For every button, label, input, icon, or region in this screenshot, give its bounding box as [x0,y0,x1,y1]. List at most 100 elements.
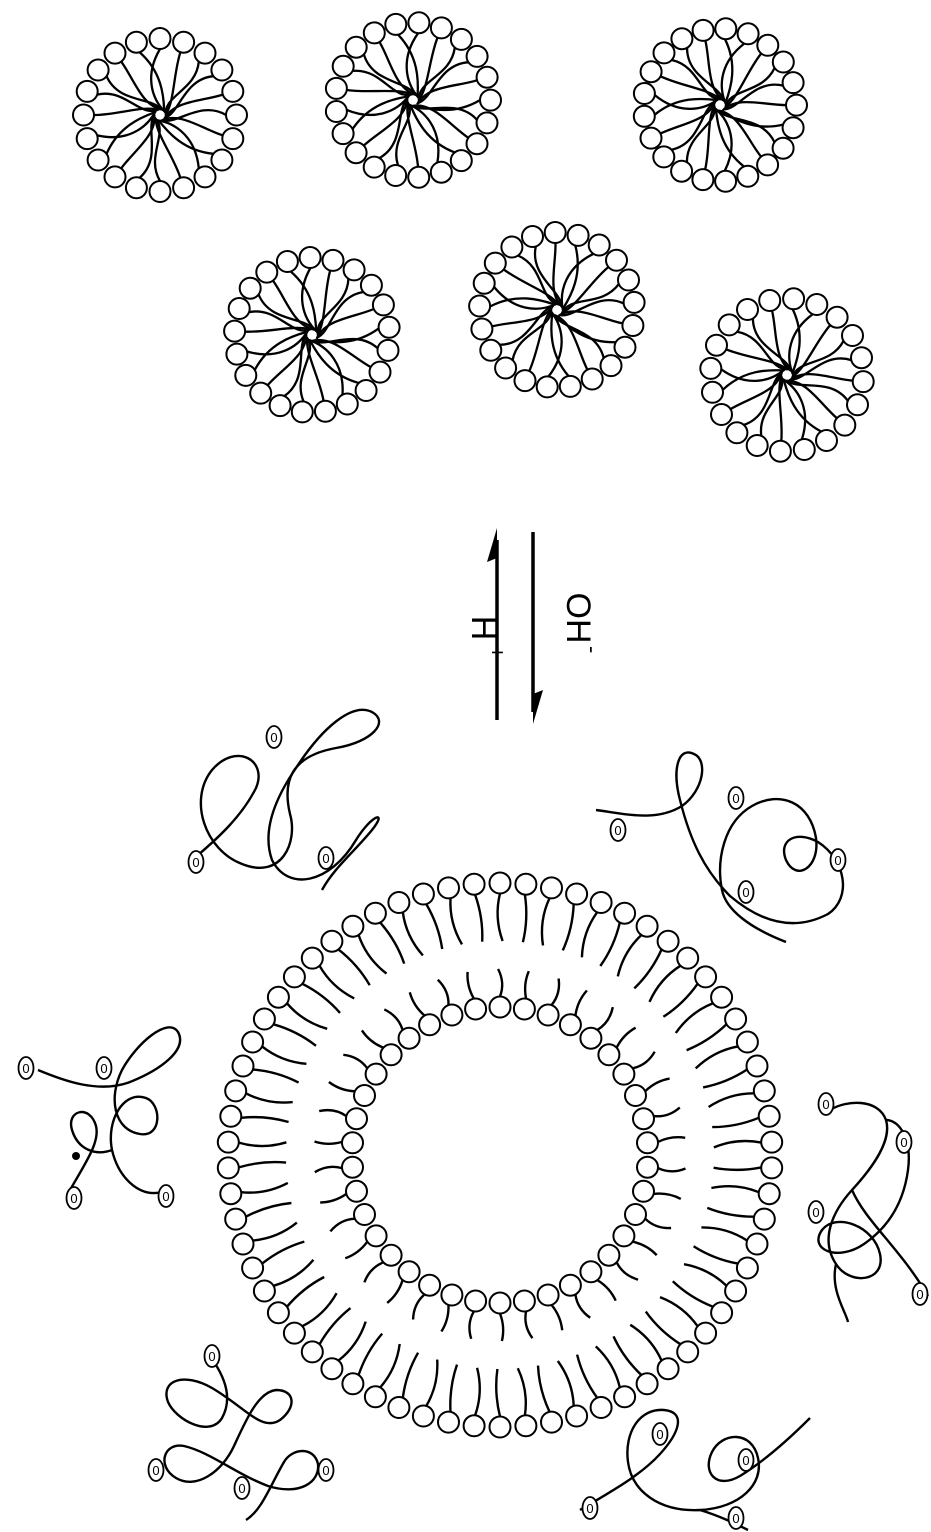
surfactant-head [480,90,501,111]
outer-leaflet-tail [241,1117,288,1122]
inner-leaflet-head [419,1014,440,1035]
surfactant-head [105,166,126,187]
outer-leaflet-head [591,1397,612,1418]
inner-leaflet-tail [410,992,425,1015]
chain-end-group: 0 [809,1201,824,1223]
surfactant-head [480,340,501,361]
inner-leaflet-tail [387,1280,402,1303]
inner-leaflet-head [381,1245,402,1266]
surfactant-head [589,235,610,256]
inner-leaflet-tail [441,1305,448,1332]
inner-leaflet-head [441,1285,462,1306]
inner-leaflet-tail [320,1194,346,1203]
surfactant-head [634,83,655,104]
surfactant-head [671,28,692,49]
inner-leaflet-head [637,1157,658,1178]
outer-leaflet-head [759,1106,780,1127]
outer-leaflet-tail [338,1322,365,1361]
acid-symbol: H [464,616,502,641]
outer-leaflet-head [220,1183,241,1204]
surfactant-head [370,362,391,383]
surfactant-tail [793,309,800,373]
surfactant-head [356,380,377,401]
inner-leaflet-tail [597,1007,612,1030]
outer-leaflet-head [515,1415,536,1436]
surfactant-head [794,439,815,460]
surfactant-head [711,404,732,425]
surfactant-head [847,394,868,415]
surfactant-head [150,181,171,202]
surfactant-head [364,22,385,43]
inner-leaflet-tail [315,1167,342,1172]
outer-leaflet-head [591,892,612,913]
surfactant-head [783,117,804,138]
end-group-label: 0 [916,1287,923,1302]
surfactant-tail [513,309,552,361]
inner-leaflet-head [514,1291,535,1312]
surfactant-head [300,247,321,268]
outer-leaflet-head [438,877,459,898]
surfactant-head [641,128,662,149]
surfactant-head [211,60,232,81]
surfactant-head [702,382,723,403]
surfactant-head [173,32,194,53]
outer-leaflet-head [614,903,635,924]
outer-leaflet-tail [320,966,355,999]
end-group-label: 0 [656,1427,663,1442]
surfactant-head [77,128,98,149]
outer-leaflet-tail [262,1242,304,1264]
surfactant-head [467,46,488,67]
outer-leaflet-head [490,873,511,894]
outer-leaflet-tail [694,1246,738,1263]
outer-leaflet-tail [475,1368,480,1416]
surfactant-head [73,105,94,126]
surfactant-head [715,18,736,39]
chain-end-group: 0 [67,1187,82,1209]
polymer-chain [38,1027,180,1193]
outer-leaflet-head [413,884,434,905]
surfactant-head [346,37,367,58]
outer-leaflet-tail [646,1312,681,1345]
surfactant-head [323,250,344,271]
surfactant-head [451,29,472,50]
outer-leaflet-head [268,987,289,1008]
inner-leaflet-head [419,1275,440,1296]
chain-end-group: 0 [235,1477,250,1499]
inner-leaflet-tail [467,972,473,999]
end-group-label: 0 [822,1097,829,1112]
chain-end-group: 0 [897,1131,912,1153]
surfactant-head [346,142,367,163]
outer-leaflet-head [365,1386,386,1407]
surfactant-head [256,262,277,283]
outer-leaflet-head [725,1281,746,1302]
inner-leaflet-head [613,1064,634,1085]
surfactant-head [615,337,636,358]
surfactant-head [786,95,807,116]
surfactant-head [851,347,872,368]
outer-leaflet-tail [498,894,503,942]
surfactant-head [333,123,354,144]
surfactant-head [737,299,758,320]
surfactant-head [408,12,429,33]
inner-leaflet-tail [345,1242,367,1259]
outer-leaflet-head [761,1132,782,1153]
surfactant-head [601,355,622,376]
outer-leaflet-head [321,931,342,952]
surfactant-head [235,365,256,386]
inner-leaflet-tail [552,979,560,1006]
surfactant-tail [318,279,349,336]
outer-leaflet-tail [426,904,442,949]
surfactant-tail [562,284,619,314]
outer-leaflet-tail [403,1353,418,1398]
chain-end-group: 0 [319,1459,334,1481]
inner-leaflet-head [366,1225,387,1246]
inner-leaflet-tail [617,1028,636,1048]
inner-leaflet-tail [658,1137,685,1142]
chain-end-group: 0 [831,849,846,871]
micelle [634,18,807,192]
outer-leaflet-head [658,931,679,952]
surfactant-head [379,317,400,338]
surfactant-head [88,60,109,81]
surfactant-head [515,370,536,391]
outer-leaflet-tail [518,1368,526,1415]
